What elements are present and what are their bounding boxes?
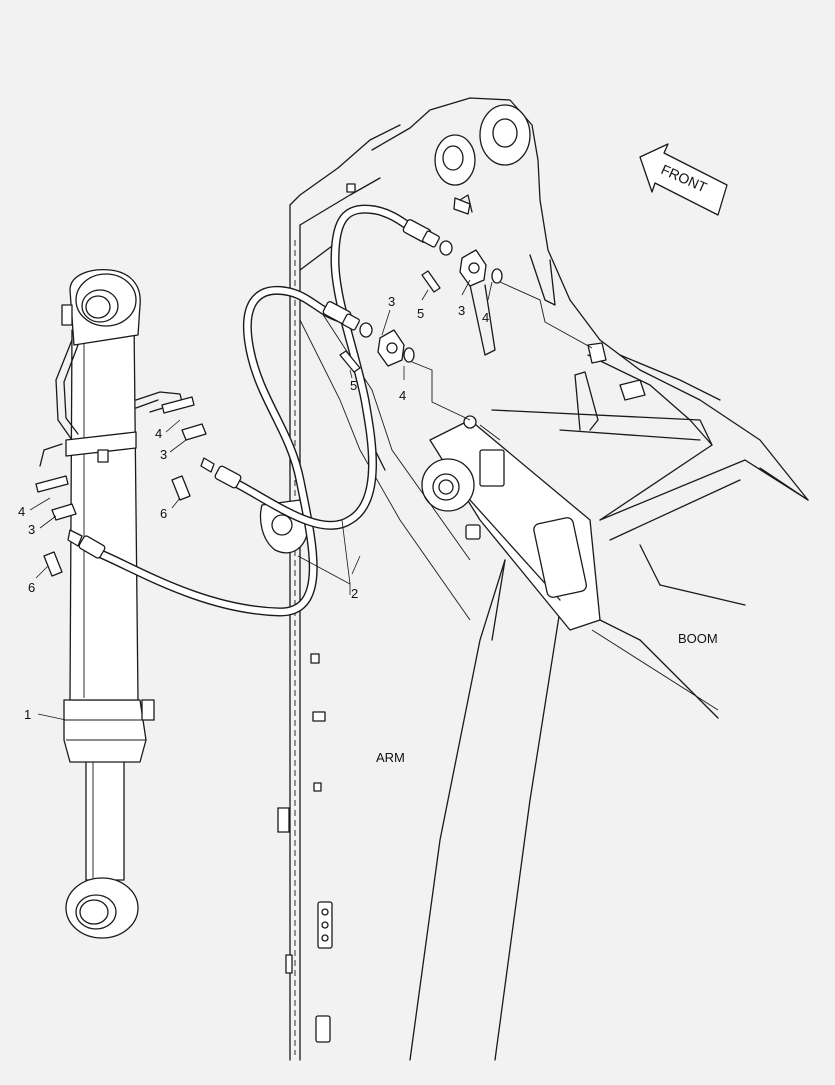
- callout-oring-upper-a: 4: [399, 388, 406, 403]
- callout-cylinder: 1: [24, 707, 31, 722]
- boom: [337, 97, 809, 1061]
- callout-clamp-upper-a: 3: [388, 294, 395, 309]
- front-arrow-icon: FRONT: [639, 143, 728, 216]
- callout-bolt-mid: 6: [160, 506, 167, 521]
- boom-label: BOOM: [678, 631, 718, 646]
- callout-hose: 2: [351, 586, 358, 601]
- callout-oring-left: 4: [18, 504, 25, 519]
- leader-lines: [29, 279, 493, 721]
- left-clamp-parts: [35, 396, 207, 577]
- arm-label: ARM: [376, 750, 405, 765]
- callout-clamp-mid: 3: [160, 447, 167, 462]
- callout-bolt-upper-a: 5: [350, 378, 357, 393]
- callout-bolt-upper-b: 5: [417, 306, 424, 321]
- callout-clamp-upper-b: 3: [458, 303, 465, 318]
- callouts: 1 2 3 3 4 4 5 5 4 3 6 4 3 6: [18, 294, 489, 722]
- callout-clamp-left: 3: [28, 522, 35, 537]
- callout-oring-upper-b: 4: [482, 310, 489, 325]
- callout-bolt-left: 6: [28, 580, 35, 595]
- bucket-cylinder: [55, 269, 183, 939]
- callout-oring-mid: 4: [155, 426, 162, 441]
- upper-flange-parts: [339, 249, 593, 421]
